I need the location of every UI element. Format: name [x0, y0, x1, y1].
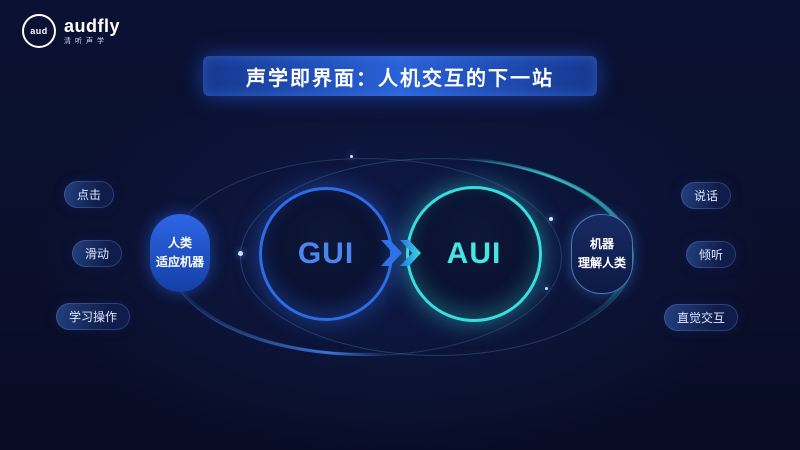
brand-text: audfly 清听声学: [64, 17, 120, 45]
aui-circle: AUI: [406, 186, 542, 322]
brand-name: audfly: [64, 16, 121, 36]
brand-logo: aud audfly 清听声学: [22, 14, 120, 48]
title-banner: 声学即界面：人机交互的下一站: [203, 56, 597, 96]
gui-circle: GUI: [259, 187, 393, 321]
aui-label: AUI: [446, 237, 502, 270]
brand-tagline: 清听声学: [64, 38, 108, 45]
pill-speak: 说话: [681, 182, 732, 209]
pill-learn-operations: 学习操作: [56, 303, 131, 330]
pill-intuitive-interaction: 直觉交互: [664, 304, 739, 331]
orbit-dot: [549, 217, 553, 221]
orbit-dot: [545, 287, 548, 290]
capsule-right-line2: 理解人类: [577, 256, 626, 270]
capsule-machines-understand-humans: 机器 理解人类: [571, 214, 633, 294]
capsule-humans-adapt-machines: 人类 适应机器: [150, 214, 210, 292]
double-chevron-arrow-icon: [379, 239, 425, 267]
brand-logo-icon: aud: [22, 14, 56, 48]
orbit-dot: [350, 155, 353, 158]
pill-swipe: 滑动: [72, 240, 123, 267]
page-title: 声学即界面：人机交互的下一站: [246, 67, 554, 90]
pill-click: 点击: [64, 181, 115, 208]
gui-label: GUI: [297, 237, 355, 270]
orbit-dot: [238, 251, 243, 256]
brand-logo-circle-text: aud: [30, 26, 48, 36]
capsule-left-line2: 适应机器: [155, 255, 204, 269]
capsule-right-line1: 机器: [589, 237, 614, 252]
pill-listen: 倾听: [686, 241, 737, 268]
capsule-left-line1: 人类: [167, 236, 192, 251]
